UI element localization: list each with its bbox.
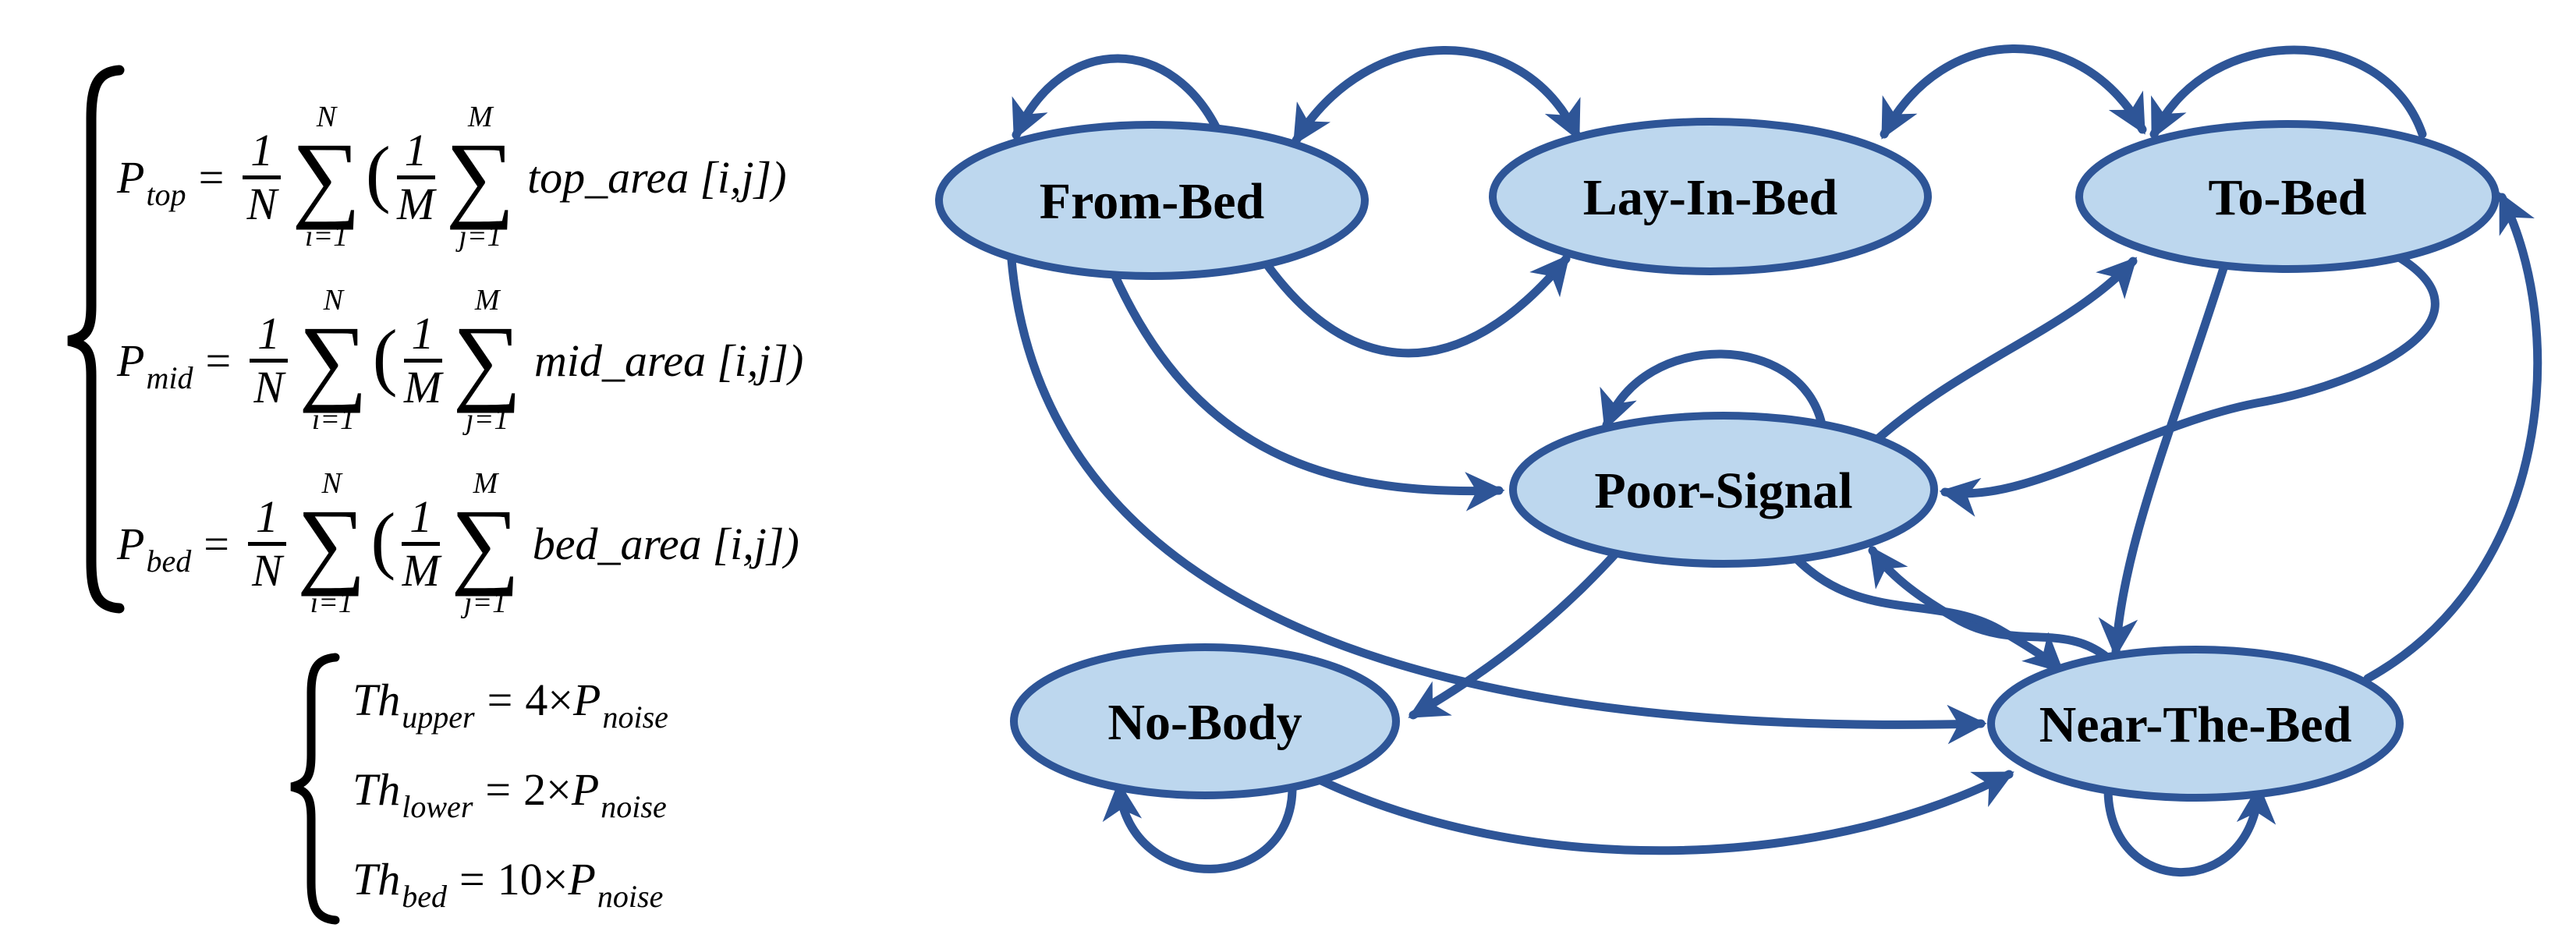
equals-sign: = — [198, 151, 225, 203]
edge-no-body-self-loop — [1102, 780, 1297, 873]
node-to-bed — [2075, 120, 2500, 273]
equals-sign: = — [487, 675, 513, 725]
open-paren: ( — [365, 130, 391, 214]
node-label-layer: From-Bed Lay-In-Bed To-Bed Poor-Signal N… — [1040, 169, 2367, 753]
edge-from-bed-poor-signal — [1109, 268, 1505, 512]
curly-brace-large — [67, 65, 125, 614]
edge-poor-signal-self-loop — [1600, 349, 1827, 433]
sigma-symbol: ∑ — [451, 490, 520, 597]
index-close: [i,j]) — [712, 518, 799, 569]
sigma-symbol: ∑ — [452, 306, 522, 414]
term-name: top_area — [527, 151, 689, 203]
node-label-from-bed: From-Bed — [1040, 173, 1264, 230]
edge-layer — [1007, 44, 2542, 877]
sigma-symbol: ∑ — [296, 490, 367, 597]
coefficient: 4 — [525, 675, 548, 725]
term-name: mid_area — [533, 335, 707, 386]
edge-from-bed-self-loop — [1012, 54, 1225, 141]
summation-outer: N∑i=1 — [296, 466, 367, 619]
node-label-to-bed: To-Bed — [2209, 169, 2367, 226]
node-no-body — [1010, 643, 1400, 799]
edge-poor-signal-no-body — [1408, 544, 1625, 720]
edge-to-bed-poor-signal — [1939, 253, 2440, 517]
node-near-the-bed — [1987, 646, 2404, 802]
node-label-lay-in-bed: Lay-In-Bed — [1583, 169, 1837, 226]
edge-from-bed-near-the-bed — [1007, 255, 1987, 745]
brace-layer — [67, 65, 340, 925]
equals-sign: = — [204, 518, 229, 569]
times-sign: × — [542, 854, 569, 905]
node-label-no-body: No-Body — [1107, 694, 1302, 751]
edge-poor-signal-to-bed — [1870, 257, 2138, 446]
edge-to-bed-near-the-bed — [2098, 264, 2228, 658]
summation-outer: N∑i=1 — [299, 283, 368, 436]
node-from-bed — [935, 121, 1369, 280]
node-layer — [935, 118, 2500, 802]
curly-brace-small — [290, 653, 340, 925]
edge-poor-signal-near-the-bed — [1791, 554, 2064, 674]
edge-from-bed-lay-in-bed-top — [1292, 46, 1582, 146]
index-close: [i,j]) — [700, 151, 787, 203]
sigma-symbol: ∑ — [445, 123, 516, 231]
open-paren: ( — [370, 497, 396, 581]
edge-to-bed-self-loop — [2149, 45, 2427, 140]
open-paren: ( — [372, 313, 398, 398]
summation-inner: M∑j=1 — [445, 100, 516, 253]
edge-from-bed-lay-in-bed-lower — [1259, 254, 1571, 358]
sigma-symbol: ∑ — [299, 306, 368, 414]
sigma-symbol: ∑ — [292, 123, 361, 231]
summation-inner: M∑j=1 — [451, 466, 520, 619]
edge-near-the-bed-self-loop — [2103, 784, 2277, 877]
equals-sign: = — [485, 764, 512, 815]
times-sign: × — [546, 764, 572, 815]
node-label-poor-signal: Poor-Signal — [1594, 462, 1852, 519]
node-label-near-the-bed: Near-The-Bed — [2039, 696, 2352, 753]
times-sign: × — [547, 675, 574, 725]
summation-outer: N∑i=1 — [292, 100, 361, 253]
index-close: [i,j]) — [717, 335, 804, 386]
edge-lay-in-bed-to-bed-top — [1880, 44, 2147, 140]
summation-inner: M∑j=1 — [452, 283, 522, 436]
equals-sign: = — [459, 854, 485, 905]
term-name: bed_area — [532, 518, 702, 569]
edge-no-body-near-the-bed — [1316, 770, 2014, 855]
edge-near-the-bed-poor-signal — [1868, 545, 2113, 663]
node-lay-in-bed — [1489, 118, 1932, 275]
coefficient: 10 — [497, 854, 543, 905]
edge-near-the-bed-to-bed — [2363, 192, 2542, 683]
equals-sign: = — [205, 335, 232, 386]
coefficient: 2 — [523, 764, 547, 815]
node-poor-signal — [1509, 412, 1938, 568]
